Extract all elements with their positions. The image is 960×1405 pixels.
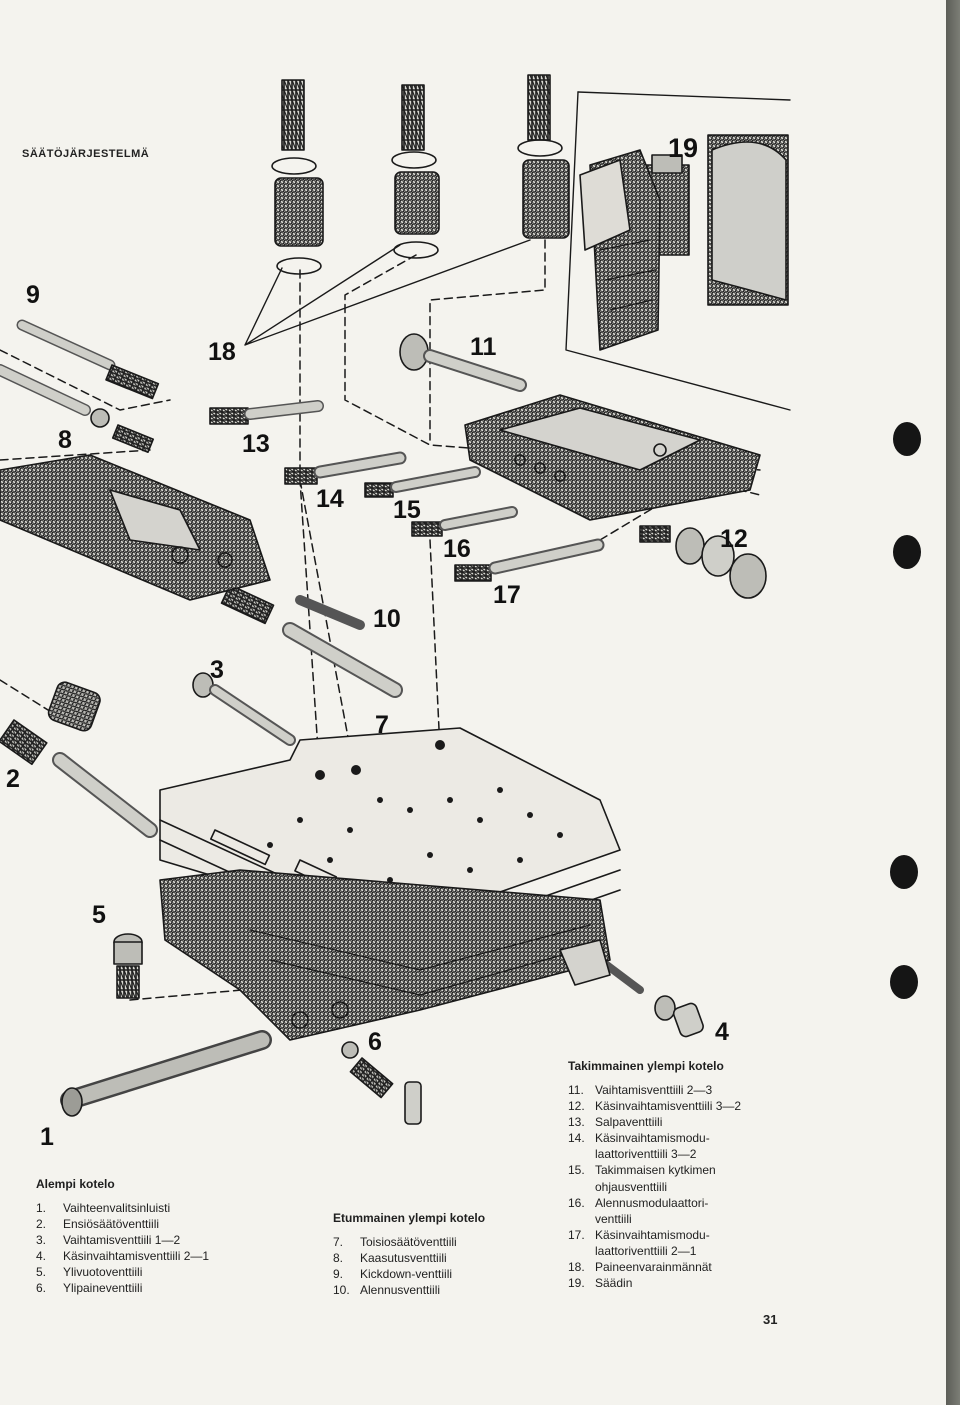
list-item: 18.Paineenvarainmännät — [568, 1259, 712, 1274]
callout-2: 2 — [6, 765, 20, 793]
list-item: 12.Käsinvaihtamisventtiili 3—2 — [568, 1099, 742, 1114]
list-item: 8.Kaasutusventtiili — [333, 1251, 447, 1266]
list-item: 17.Käsinvaihtamismodu- laattoriventtiili… — [568, 1227, 710, 1258]
callout-17: 17 — [493, 581, 521, 609]
callout-14: 14 — [316, 485, 344, 513]
list-item: 14.Käsinvaihtamismodu- laattoriventtiili… — [568, 1131, 710, 1162]
list-item: 2.Ensiösäätöventtiili — [36, 1217, 160, 1232]
callout-6: 6 — [368, 1028, 382, 1056]
callout-11: 11 — [470, 333, 497, 361]
list-item: 4.Käsinvaihtamisventtiili 2—1 — [36, 1249, 210, 1264]
callout-7: 7 — [375, 711, 389, 739]
callout-9: 9 — [26, 281, 40, 309]
callout-8: 8 — [58, 426, 72, 454]
list-item: 19.Säädin — [568, 1276, 633, 1291]
list-item: 16.Alennusmodulaattori- venttiili — [568, 1195, 709, 1226]
list-item: 6.Ylipaineventtiili — [36, 1281, 143, 1296]
punch-hole — [890, 855, 918, 889]
callout-18: 18 — [208, 338, 236, 366]
legend-lower-title: Alempi kotelo — [36, 1177, 115, 1191]
section-title: SÄÄTÖJÄRJESTELMÄ — [22, 148, 150, 160]
legend-rear-title: Takimmainen ylempi kotelo — [568, 1059, 724, 1073]
governor-detail — [565, 91, 791, 411]
list-item: 5.Ylivuotoventtiili — [36, 1265, 143, 1280]
legend-lower-housing: Alempi kotelo 1.Vaihteenvalitsinluisti 2… — [36, 1176, 296, 1297]
punch-hole — [893, 422, 921, 456]
lower-housing — [159, 869, 611, 1041]
legend-rear-upper-housing: Takimmainen ylempi kotelo 11.Vaihtamisve… — [568, 1058, 798, 1291]
list-item: 3.Vaihtamisventtiili 1—2 — [36, 1233, 181, 1248]
list-item: 7.Toisiosäätöventtiili — [333, 1235, 457, 1250]
callout-4: 4 — [715, 1018, 729, 1046]
callout-15: 15 — [393, 496, 421, 524]
callout-1: 1 — [40, 1123, 54, 1151]
page-edge-background — [946, 0, 960, 1405]
rear-upper-housing — [464, 394, 761, 521]
legend-front-upper-housing: Etummainen ylempi kotelo 7.Toisiosäätöve… — [333, 1210, 543, 1298]
callout-13: 13 — [242, 430, 270, 458]
separator-plates — [159, 727, 621, 961]
callout-12: 12 — [720, 525, 748, 553]
punch-hole — [890, 965, 918, 999]
list-item: 11.Vaihtamisventtiili 2—3 — [568, 1083, 713, 1098]
list-item: 9.Kickdown-venttiili — [333, 1267, 453, 1282]
callout-10: 10 — [373, 605, 401, 633]
punch-hole — [893, 535, 921, 569]
front-upper-housing — [0, 454, 271, 601]
callout-3: 3 — [210, 656, 224, 684]
page-number: 31 — [763, 1312, 778, 1327]
accumulator-pistons — [244, 74, 570, 346]
list-item: 10.Alennusventtiili — [333, 1283, 441, 1298]
list-item: 13.Salpaventtiili — [568, 1115, 663, 1130]
list-item: 1.Vaihteenvalitsinluisti — [36, 1201, 171, 1216]
legend-front-title: Etummainen ylempi kotelo — [333, 1211, 486, 1225]
callout-5: 5 — [92, 901, 106, 929]
callout-19: 19 — [668, 133, 699, 163]
list-item: 15.Takimmaisen kytkimen ohjausventtiili — [568, 1163, 716, 1194]
callout-16: 16 — [443, 535, 471, 563]
